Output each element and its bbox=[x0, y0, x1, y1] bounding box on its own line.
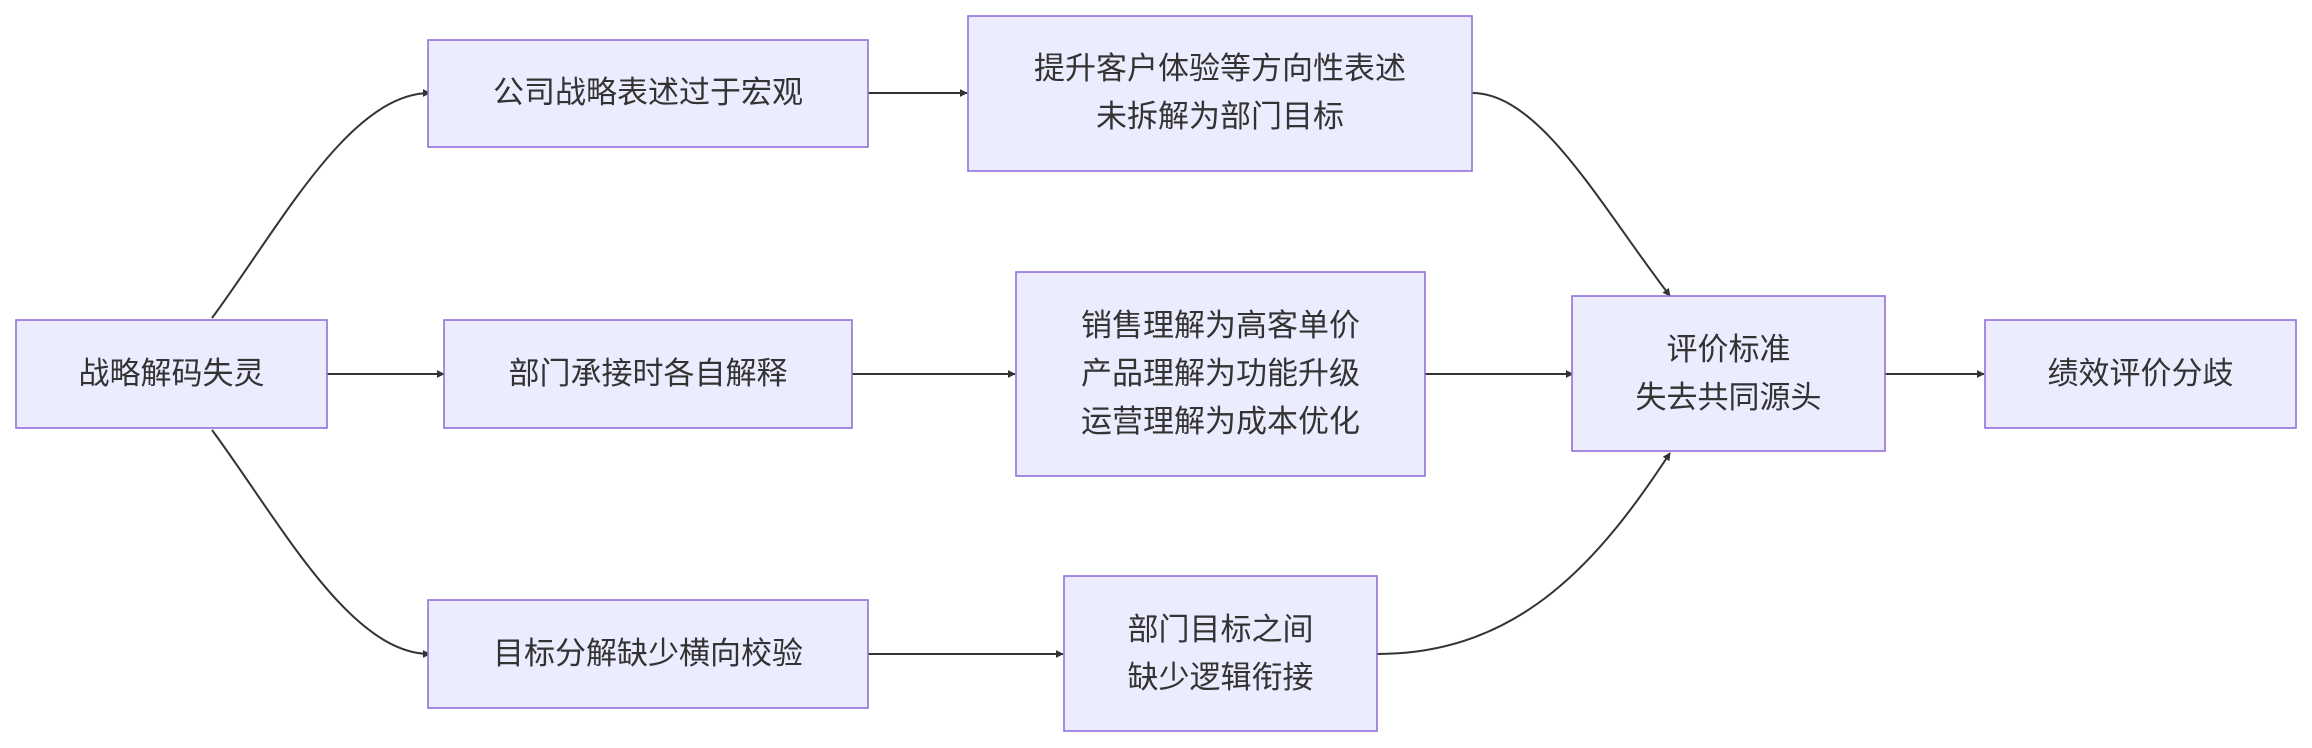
node-label: 公司战略表述过于宏观 bbox=[493, 75, 803, 111]
node-goal-no-check: 目标分解缺少横向校验 bbox=[427, 599, 869, 709]
edge-root-to-goal bbox=[211, 429, 431, 658]
node-strategy-too-macro: 公司战略表述过于宏观 bbox=[427, 39, 869, 148]
node-label: 未拆解为部门目标 bbox=[1096, 99, 1344, 135]
node-label: 战略解码失灵 bbox=[79, 356, 265, 392]
edge-root-to-macro bbox=[211, 89, 431, 319]
node-performance-divergence: 绩效评价分歧 bbox=[1984, 319, 2297, 429]
node-box bbox=[1063, 575, 1378, 732]
node-label: 部门承接时各自解释 bbox=[509, 356, 788, 392]
edge-macro-detail-to-standard bbox=[1471, 92, 1671, 297]
edges bbox=[211, 89, 1985, 658]
node-box bbox=[1984, 319, 2297, 429]
node-label: 产品理解为功能升级 bbox=[1081, 356, 1360, 392]
node-label: 失去共同源头 bbox=[1636, 380, 1822, 416]
node-dept-detail: 销售理解为高客单价 产品理解为功能升级 运营理解为成本优化 bbox=[1015, 271, 1426, 477]
node-box bbox=[1571, 295, 1886, 452]
node-box bbox=[427, 39, 869, 148]
node-box bbox=[443, 319, 853, 429]
node-box bbox=[1015, 271, 1426, 477]
node-box bbox=[967, 15, 1473, 172]
node-dept-interpretation: 部门承接时各自解释 bbox=[443, 319, 853, 429]
node-label: 运营理解为成本优化 bbox=[1081, 404, 1360, 440]
node-box bbox=[427, 599, 869, 709]
node-label: 目标分解缺少横向校验 bbox=[493, 636, 803, 672]
node-label: 销售理解为高客单价 bbox=[1081, 308, 1360, 344]
edge-goal-detail-to-standard bbox=[1376, 452, 1671, 655]
node-strategy-decoding-failure: 战略解码失灵 bbox=[15, 319, 328, 429]
node-label: 提升客户体验等方向性表述 bbox=[1034, 51, 1406, 87]
node-box bbox=[15, 319, 328, 429]
node-goal-detail: 部门目标之间 缺少逻辑衔接 bbox=[1063, 575, 1378, 732]
node-label: 部门目标之间 bbox=[1128, 612, 1314, 648]
node-label: 缺少逻辑衔接 bbox=[1128, 660, 1314, 696]
node-label: 绩效评价分歧 bbox=[2048, 356, 2234, 392]
node-label: 评价标准 bbox=[1667, 332, 1791, 368]
node-macro-detail: 提升客户体验等方向性表述 未拆解为部门目标 bbox=[967, 15, 1473, 172]
node-evaluation-standard: 评价标准 失去共同源头 bbox=[1571, 295, 1886, 452]
